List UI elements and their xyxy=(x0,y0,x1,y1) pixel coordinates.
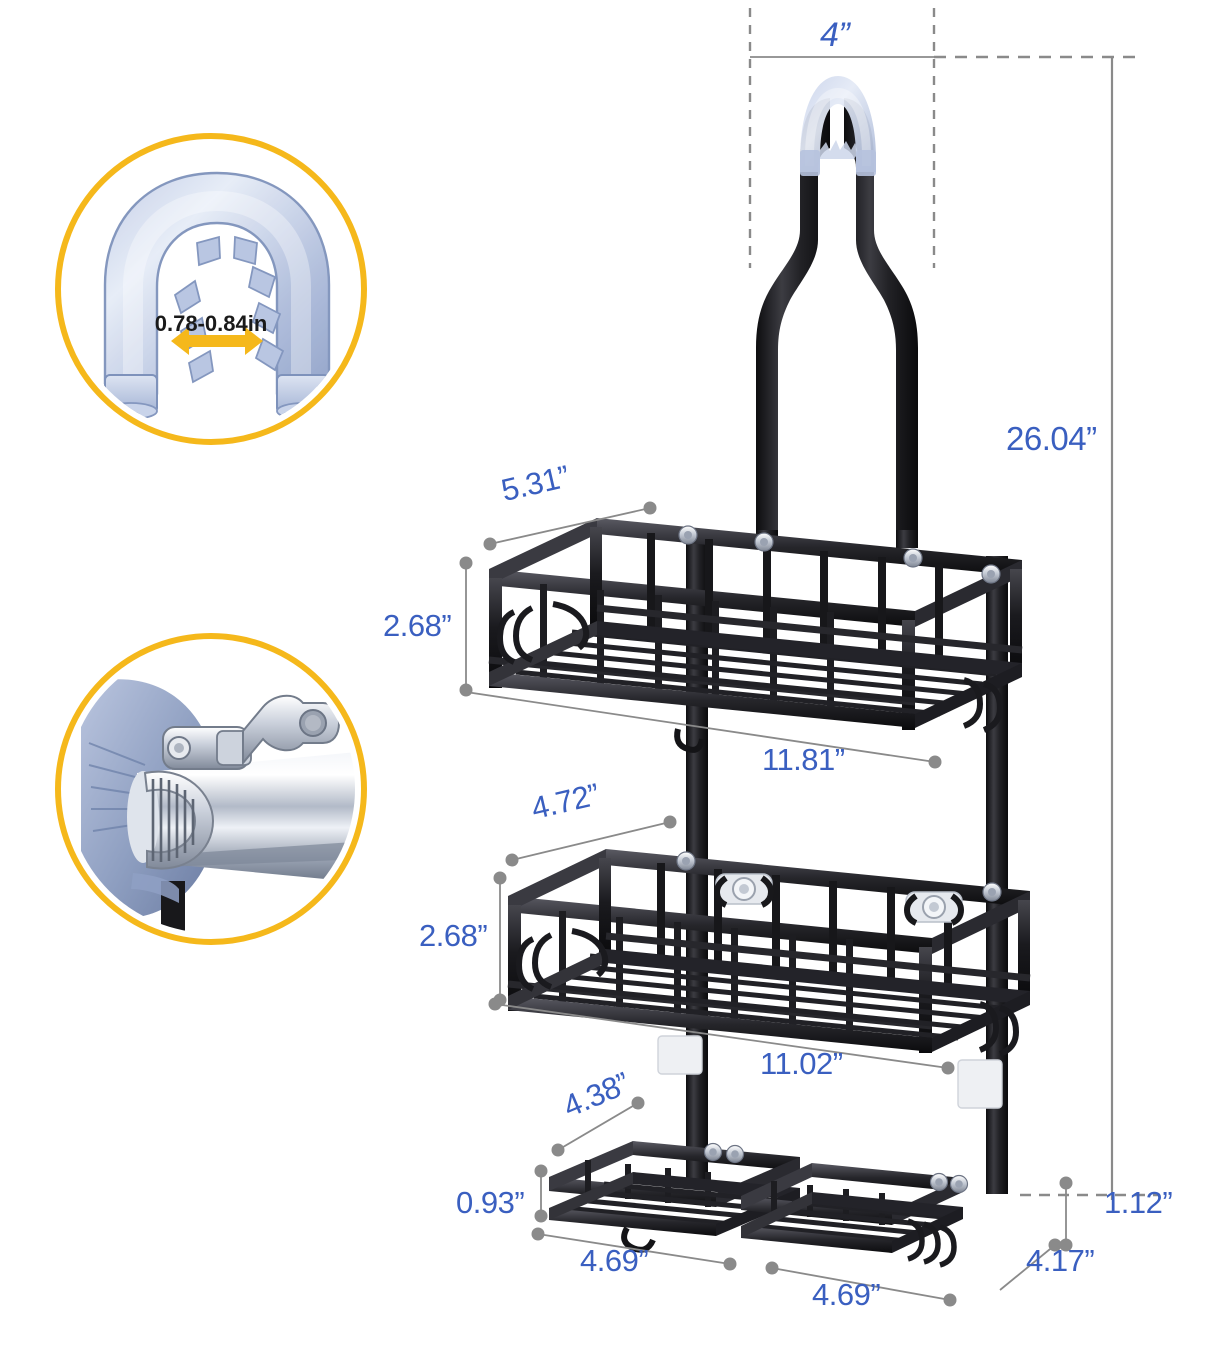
dim-bottom-right-height: 1.12” xyxy=(1104,1185,1173,1220)
screw-heads xyxy=(676,851,1002,902)
hook-detail-art xyxy=(67,145,355,433)
dim-bottom-tray-right-width: 4.69” xyxy=(812,1277,881,1312)
dim-middle-shelf-depth: 4.72” xyxy=(528,776,603,827)
top-basket xyxy=(488,518,1023,753)
hook-opening-detail-circle: 0.78-0.84in xyxy=(55,133,367,445)
clamp-detail-art xyxy=(67,645,355,933)
dim-bottom-tray-height: 0.93” xyxy=(456,1185,525,1220)
dim-middle-shelf-height: 2.68” xyxy=(419,918,488,953)
center-posts xyxy=(686,530,1008,1194)
hook-cross-section-illustration xyxy=(103,171,331,420)
hanger-arm xyxy=(756,98,918,540)
dim-bottom-tray-depth: 4.38” xyxy=(558,1065,635,1125)
hose-clamp-illustration xyxy=(81,679,355,933)
dim-top-shelf-width: 11.81” xyxy=(762,742,845,777)
dim-total-height: 26.04” xyxy=(1006,420,1097,457)
measure-arrow xyxy=(171,327,263,355)
suction-hook-right xyxy=(903,891,965,926)
suction-hook-left xyxy=(713,873,775,908)
silicone-hook-cap xyxy=(800,76,876,176)
hook-opening-label: 0.78-0.84in xyxy=(154,310,268,336)
dim-bottom-tray-left-width: 4.69” xyxy=(580,1243,649,1278)
adhesive-tab-right xyxy=(957,1059,1003,1109)
dim-hook-width: 4” xyxy=(820,16,850,54)
screw-heads xyxy=(703,1142,969,1194)
adhesive-tab-left xyxy=(657,1035,703,1075)
dim-middle-shelf-width: 11.02” xyxy=(760,1046,843,1081)
screw-heads xyxy=(678,525,1001,584)
dim-bottom-right-depth: 4.17” xyxy=(1026,1243,1095,1278)
dimension-lines xyxy=(459,8,1160,1307)
dim-top-shelf-height: 2.68” xyxy=(383,608,452,643)
dim-top-shelf-depth: 5.31” xyxy=(498,458,573,509)
hose-clamp-detail-circle xyxy=(55,633,367,945)
